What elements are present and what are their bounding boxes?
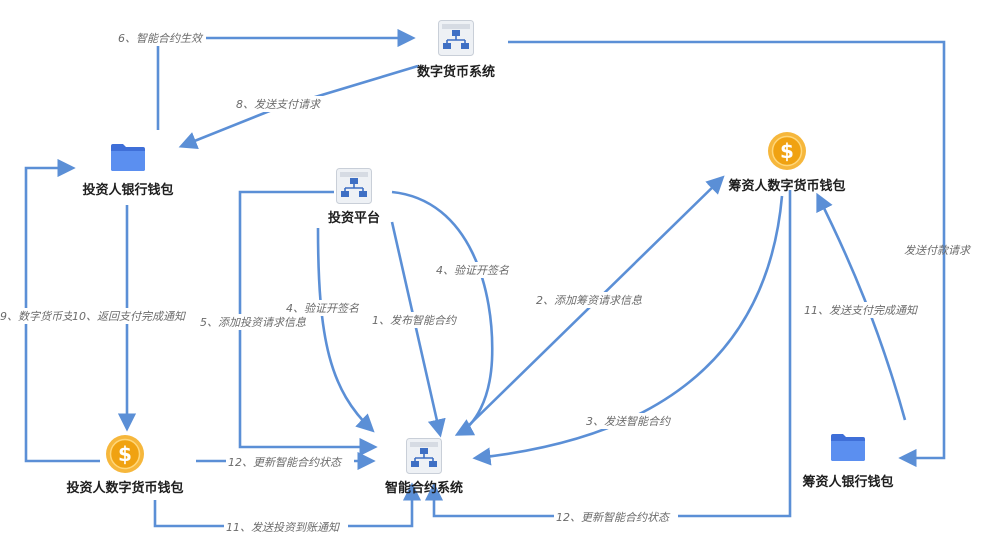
edge-label-2: 2、添加筹资请求信息 [536,294,642,307]
edge-11b-investment-arrival [816,192,907,421]
edge-label-5: 12、更新智能合约状态 [228,456,343,469]
flowchart-icon [406,438,442,474]
folder-icon [111,144,145,171]
node-smart-contract-system: 智能合约系统 [385,438,463,496]
edge-label-4b: 4、验证开签名 [436,264,510,277]
edge-label-12a: 11、发送投资到账通知 [226,521,341,534]
node-investment-platform: 投资平台 [328,168,380,226]
edge-12b-update-contract-state [424,190,792,518]
edge-4a-verify-signature [316,227,375,433]
node-label: 数字货币系统 [417,64,495,80]
node-label: 投资人银行钱包 [82,182,173,198]
node-fundraiser-digital-wallet: 筹资人数字货币钱包 [728,131,846,194]
edge-label-4a: 4、验证开签名 [286,302,360,315]
edge-label-11b: 11、发送支付完成通知 [804,304,919,317]
node-fundraiser-bank-wallet: 筹资人银行钱包 [802,434,894,490]
node-label: 投资平台 [328,210,380,226]
edge-label-10: 8、发送支付请求 [236,98,322,111]
edges [24,28,946,528]
edge-label-1: 1、发布智能合约 [372,314,457,327]
flowchart-icon [438,20,474,56]
node-digital-currency-system: 数字货币系统 [417,20,495,80]
edge-label-8: 6、智能合约生效 [118,32,204,45]
flowchart-icon [336,168,372,204]
coin-icon [767,131,807,171]
edge-label-7: 9、数字货币支付 [0,310,86,323]
node-label: 智能合约系统 [385,480,463,496]
node-investor-bank-wallet: 投资人银行钱包 [82,144,174,198]
edge-label-12b: 12、更新智能合约状态 [556,511,671,524]
node-investor-digital-wallet: 投资人数字货币钱包 [66,434,184,496]
folder-icon [831,434,865,461]
edge-label-11a: 10、返回支付完成通知 [72,310,187,323]
node-label: 筹资人银行钱包 [802,474,893,490]
edge-8-send-payment-request [156,28,416,130]
node-label: 筹资人数字货币钱包 [728,178,845,194]
edge-label-6: 5、添加投资请求信息 [200,316,306,329]
edge-label-3: 3、发送智能合约 [586,415,671,428]
edge-9-digital-currency-payment [508,40,946,468]
edge-4b-verify-signature [391,190,494,436]
edge-3-send-smart-contract [472,195,784,466]
edge-label-9: 发送付款请求 [904,244,972,257]
node-label: 投资人数字货币钱包 [66,480,183,496]
coin-icon [105,434,145,474]
edge-labels: 6、智能合约生效 8、发送支付请求 发送付款请求 9、数字货币支付 10、返回支… [0,30,972,535]
